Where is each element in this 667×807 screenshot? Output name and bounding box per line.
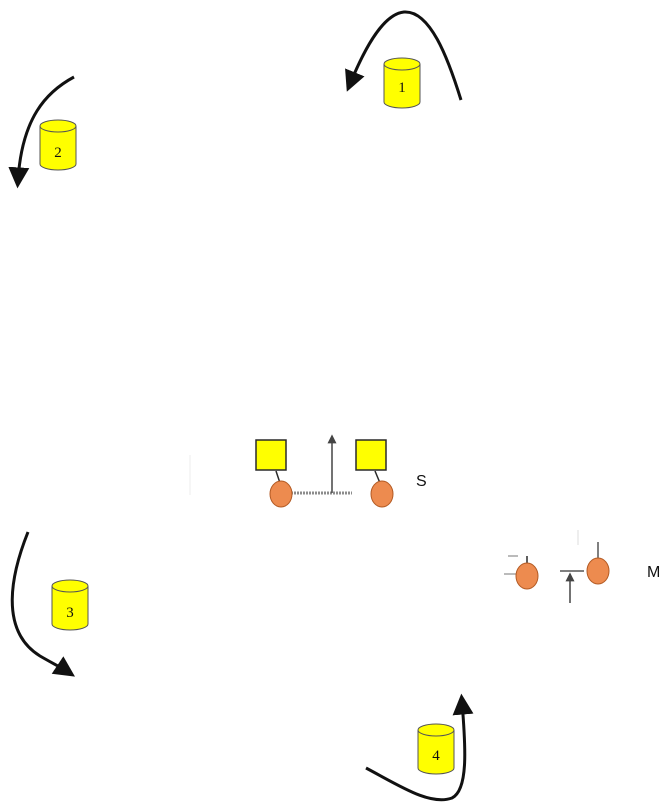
cylinder-label-3: 3	[66, 605, 74, 621]
cylinder-label-2: 2	[54, 145, 62, 161]
rotation-unit-2: 2	[8, 75, 77, 189]
cylinder-label-1: 1	[398, 80, 406, 96]
curved-arrow-icon	[345, 10, 463, 101]
yellow-square-icon	[255, 439, 287, 471]
yellow-square-icon	[355, 439, 387, 471]
molecule-m-label: M	[647, 564, 660, 581]
orange-bead-icon	[269, 480, 293, 508]
orange-bead-icon	[586, 557, 610, 585]
orange-bead-icon	[370, 480, 394, 508]
curved-arrow-icon	[8, 75, 75, 189]
yellow-cylinder-icon: 4	[417, 723, 455, 775]
rotation-unit-4: 4	[365, 693, 474, 802]
curved-arrow-icon	[365, 693, 474, 802]
rotation-unit-3: 3	[10, 531, 89, 677]
curved-arrow-icon	[10, 531, 75, 677]
cylinder-label-4: 4	[432, 748, 440, 764]
molecule-s: S	[189, 434, 427, 508]
yellow-cylinder-icon: 1	[383, 57, 421, 109]
orange-bead-icon	[515, 562, 539, 590]
rotation-unit-1: 1	[345, 10, 463, 109]
molecule-m: M	[504, 530, 660, 603]
molecule-s-label: S	[416, 473, 427, 490]
yellow-cylinder-icon: 3	[51, 579, 89, 631]
yellow-cylinder-icon: 2	[39, 119, 77, 171]
